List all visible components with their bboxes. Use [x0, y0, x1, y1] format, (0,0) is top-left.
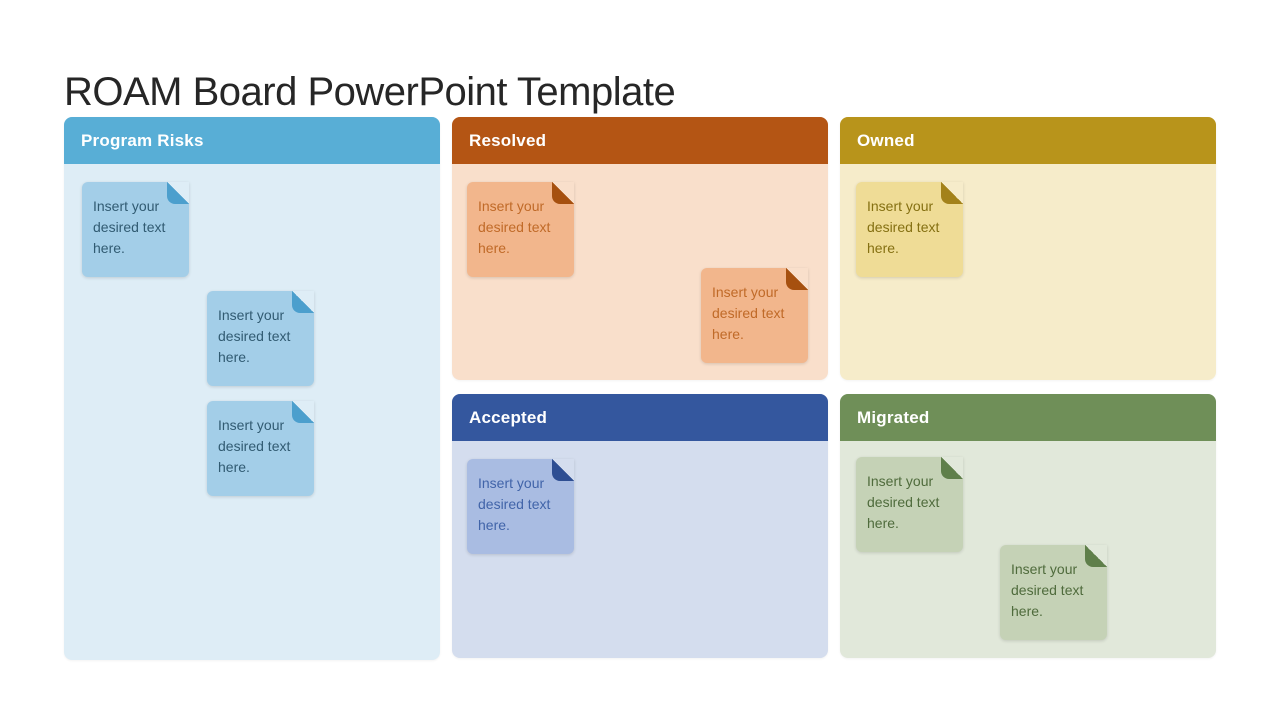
sticky-note[interactable]: Insert your desired text here.	[467, 182, 574, 277]
sticky-note-text: Insert your desired text here.	[478, 475, 551, 533]
panel-program-risks: Program Risks Insert your desired text h…	[64, 117, 440, 660]
folded-corner-icon	[552, 182, 574, 204]
panel-accepted-title: Accepted	[469, 407, 548, 427]
sticky-note[interactable]: Insert your desired text here.	[1000, 545, 1107, 640]
panel-migrated-title: Migrated	[857, 407, 930, 427]
panel-resolved: Resolved Insert your desired text here. …	[452, 117, 828, 380]
sticky-note-text: Insert your desired text here.	[867, 198, 940, 256]
sticky-note[interactable]: Insert your desired text here.	[82, 182, 189, 277]
sticky-note[interactable]: Insert your desired text here.	[856, 457, 963, 552]
sticky-note-text: Insert your desired text here.	[478, 198, 551, 256]
folded-corner-icon	[941, 457, 963, 479]
folded-corner-icon	[292, 401, 314, 423]
sticky-note-text: Insert your desired text here.	[712, 284, 785, 342]
panel-accepted: Accepted Insert your desired text here.	[452, 394, 828, 658]
panel-program-risks-title: Program Risks	[81, 130, 204, 150]
sticky-note-text: Insert your desired text here.	[867, 473, 940, 531]
panel-owned-title: Owned	[857, 130, 915, 150]
panel-program-risks-header: Program Risks	[64, 117, 440, 164]
folded-corner-icon	[292, 291, 314, 313]
sticky-note[interactable]: Insert your desired text here.	[467, 459, 574, 554]
folded-corner-icon	[786, 268, 808, 290]
sticky-note-text: Insert your desired text here.	[218, 417, 291, 475]
sticky-note-text: Insert your desired text here.	[218, 307, 291, 365]
panel-migrated-header: Migrated	[840, 394, 1216, 441]
panel-accepted-header: Accepted	[452, 394, 828, 441]
sticky-note[interactable]: Insert your desired text here.	[207, 291, 314, 386]
panel-owned-header: Owned	[840, 117, 1216, 164]
panel-owned: Owned Insert your desired text here.	[840, 117, 1216, 380]
folded-corner-icon	[552, 459, 574, 481]
folded-corner-icon	[167, 182, 189, 204]
panel-resolved-header: Resolved	[452, 117, 828, 164]
sticky-note-text: Insert your desired text here.	[93, 198, 166, 256]
sticky-note[interactable]: Insert your desired text here.	[207, 401, 314, 496]
panel-migrated: Migrated Insert your desired text here. …	[840, 394, 1216, 658]
folded-corner-icon	[941, 182, 963, 204]
folded-corner-icon	[1085, 545, 1107, 567]
panel-resolved-title: Resolved	[469, 130, 547, 150]
page-title: ROAM Board PowerPoint Template	[64, 69, 676, 114]
sticky-note[interactable]: Insert your desired text here.	[701, 268, 808, 363]
sticky-note[interactable]: Insert your desired text here.	[856, 182, 963, 277]
sticky-note-text: Insert your desired text here.	[1011, 561, 1084, 619]
